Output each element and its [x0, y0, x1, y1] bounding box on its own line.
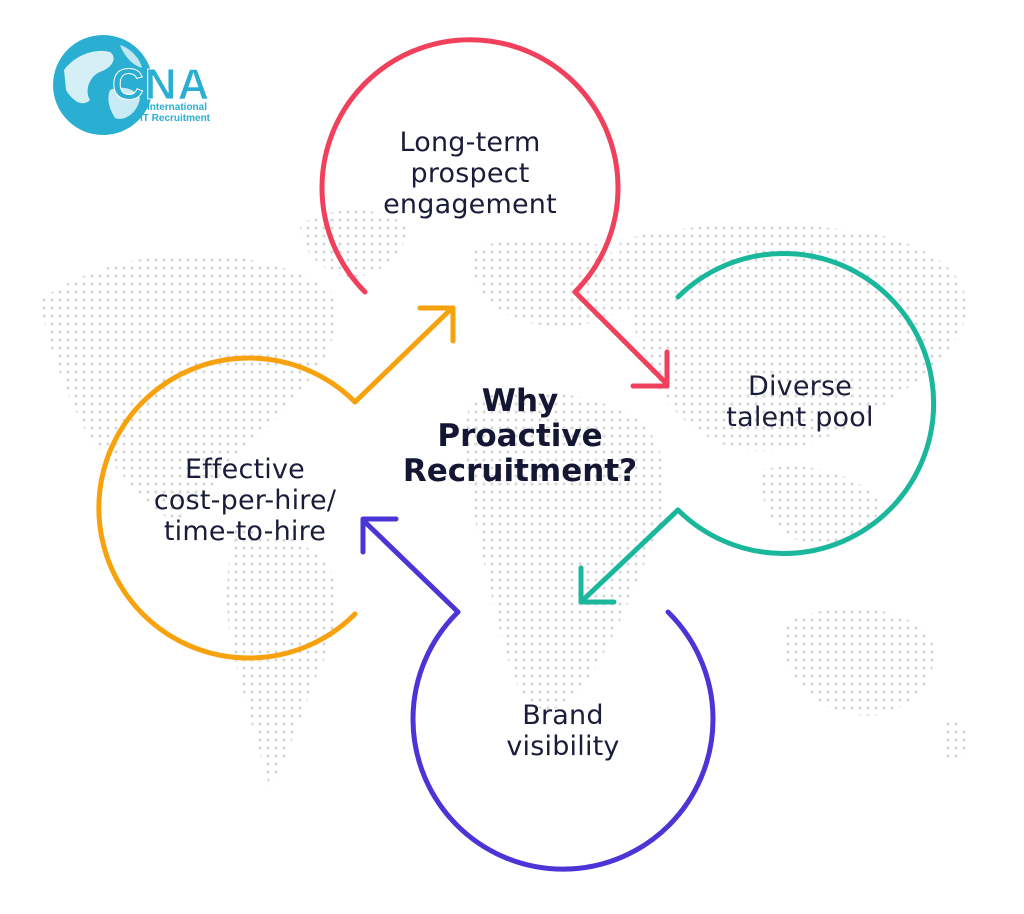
cost-arrow: [352, 307, 453, 405]
brand-arrowhead: [360, 516, 399, 555]
globe-icon: [53, 35, 153, 135]
long-term-label: Long-term prospect engagement: [340, 127, 600, 220]
cost-line1: Effective: [184, 454, 305, 485]
logo-line1: International: [147, 102, 208, 113]
diverse-label: Diverse talent pool: [680, 371, 920, 433]
long-term-line1: Long-term: [399, 127, 541, 158]
brand-line1: Brand: [522, 700, 604, 731]
logo-line2: IT Recruitment: [140, 113, 211, 124]
diverse-arrow: [580, 507, 681, 603]
diverse-line2: talent pool: [726, 402, 874, 433]
long-term-line3: engagement: [383, 189, 557, 220]
center-title: Why Proactive Recruitment?: [390, 384, 650, 489]
center-title-line3: Recruitment?: [402, 453, 638, 489]
long-term-ring: [319, 37, 621, 295]
diverse-ring: [675, 251, 937, 556]
cost-ring: [96, 355, 358, 661]
center-title-line2: Proactive: [437, 418, 603, 454]
cost-line2: cost-per-hire/: [153, 485, 337, 516]
brand-ring: [410, 609, 716, 872]
logo-mark: CNA: [111, 60, 211, 110]
long-term-line2: prospect: [410, 158, 530, 189]
long-term-arrow: [572, 289, 668, 385]
cost-arrowhead: [417, 305, 456, 344]
cost-line3: time-to-hire: [163, 516, 327, 547]
diverse-arrowhead: [578, 565, 617, 605]
long-term-arrowhead: [630, 349, 670, 389]
brand-arrow: [362, 519, 461, 615]
cost-label: Effective cost-per-hire/ time-to-hire: [120, 454, 370, 547]
diverse-line1: Diverse: [747, 371, 853, 402]
brand-label: Brand visibility: [443, 700, 683, 762]
center-title-line1: Why: [481, 383, 559, 419]
world-map-background: [40, 210, 967, 790]
brand-line2: visibility: [506, 731, 620, 762]
